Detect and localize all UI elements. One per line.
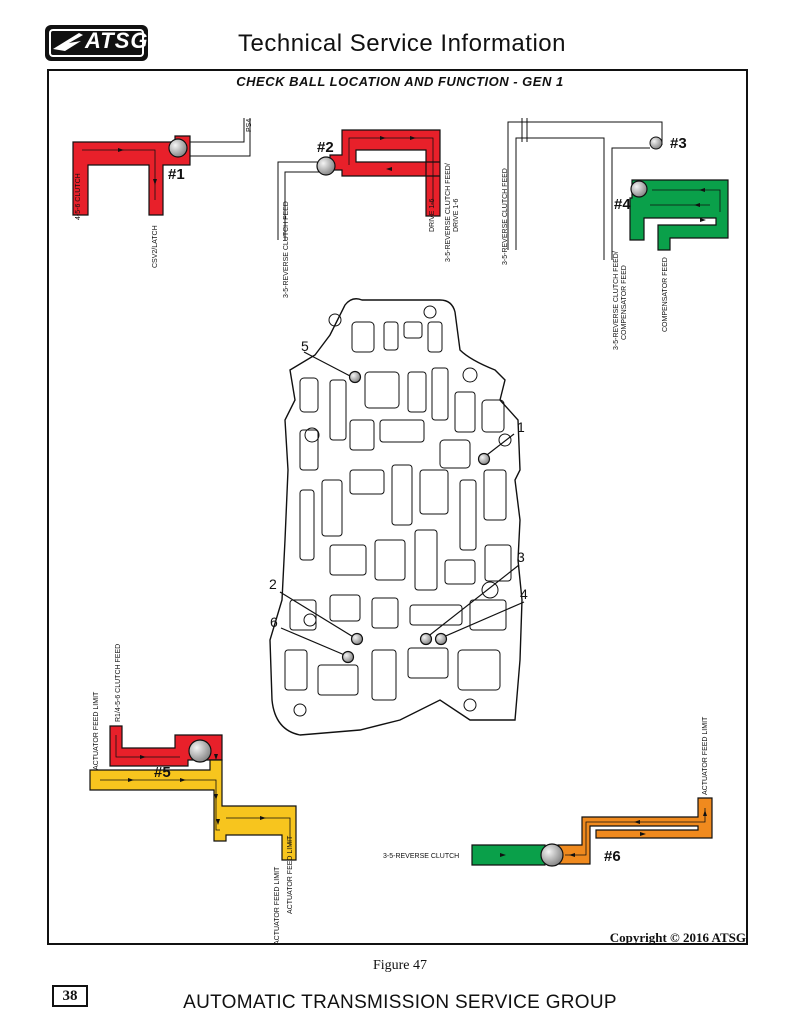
location-4: 4 <box>520 586 528 602</box>
checkball-1-number: #1 <box>168 166 185 183</box>
label-actuator-feed-limit-a: ACTUATOR FEED LIMIT <box>93 691 100 770</box>
location-5: 5 <box>301 338 309 354</box>
label-actuator-feed-limit-b6: ACTUATOR FEED LIMIT <box>702 716 709 795</box>
diagram-frame <box>47 69 748 945</box>
label-3-5-reverse-clutch-feed-b3: 3-5-REVERSE CLUTCH FEED <box>502 168 509 265</box>
checkball-3-number: #3 <box>670 135 687 152</box>
location-3: 3 <box>517 549 525 565</box>
checkball-1-circuit: #1 4-5-6 CLUTCH CSV2/LATCH PS4 <box>72 118 253 268</box>
location-2: 2 <box>269 576 277 592</box>
label-r1-4-5-6-clutch-feed: R1/4-5-6 CLUTCH FEED <box>115 644 122 722</box>
checkball-1 <box>168 138 188 158</box>
label-drive-1-6-b: DRIVE 1-6 <box>453 198 460 232</box>
checkball-6-circuit: #6 3-5-REVERSE CLUTCH ACTUATOR FEED LIMI… <box>383 716 713 867</box>
plate-checkball-locations: 1 2 3 4 5 6 <box>269 338 528 664</box>
label-ps4: PS4 <box>246 119 253 132</box>
atsg-logo: ATSG <box>45 25 148 61</box>
checkball-4-number: #4 <box>614 196 631 213</box>
checkball-2 <box>316 156 336 176</box>
checkball-2-circuit: #2 3-5-REVERSE CLUTCH FEED DRIVE 1-6 3-5… <box>277 129 460 298</box>
location-6: 6 <box>270 614 278 630</box>
checkball-3-circuit: #3 3-5-REVERSE CLUTCH FEED <box>502 118 687 265</box>
checkball-6-number: #6 <box>604 848 621 865</box>
valve-body-separator-plate <box>269 298 525 736</box>
checkball-4 <box>630 180 648 198</box>
label-compensator-feed-a: COMPENSATOR FEED <box>621 265 628 340</box>
checkball-6 <box>540 843 564 867</box>
label-4-5-6-clutch: 4-5-6 CLUTCH <box>75 173 82 220</box>
label-compensator-feed-b: COMPENSATOR FEED <box>662 257 669 332</box>
label-actuator-feed-limit-b: ACTUATOR FEED LIMIT <box>274 866 281 945</box>
page-title: Technical Service Information <box>238 30 566 57</box>
logo-text: ATSG <box>85 28 149 53</box>
figure-label: Figure 47 <box>372 958 428 973</box>
label-3-5-reverse-clutch: 3-5-REVERSE CLUTCH <box>383 853 459 860</box>
eagle-icon <box>53 33 83 51</box>
label-drive-1-6: DRIVE 1-6 <box>429 198 436 232</box>
checkball-3 <box>649 136 663 150</box>
checkball-2-number: #2 <box>317 139 334 156</box>
label-3-5-reverse-clutch-feed: 3-5-REVERSE CLUTCH FEED <box>283 201 290 298</box>
diagram-title: CHECK BALL LOCATION AND FUNCTION - GEN 1 <box>236 74 564 89</box>
page-number: 38 <box>52 985 88 1007</box>
checkball-4-circuit: #4 3-5-REVERSE CLUTCH FEED/ COMPENSATOR … <box>603 179 729 350</box>
label-3-5-reverse-clutch-feed-drive: 3-5-REVERSE CLUTCH FEED/ <box>445 163 452 262</box>
location-1: 1 <box>517 419 525 435</box>
copyright: Copyright © 2016 ATSG <box>609 930 746 945</box>
label-csv2-latch: CSV2/LATCH <box>152 225 159 268</box>
label-3-5-reverse-clutch-feed-compensator: 3-5-REVERSE CLUTCH FEED/ <box>613 251 620 350</box>
checkball-5-circuit: #5 ACTUATOR FEED LIMIT R1/4-5-6 CLUTCH F… <box>89 644 297 945</box>
checkball-5-number: #5 <box>154 764 171 781</box>
label-actuator-feed-limit-c: ACTUATOR FEED LIMIT <box>287 835 294 914</box>
logo-border <box>49 29 144 57</box>
checkball-5 <box>188 739 212 763</box>
footer-title: AUTOMATIC TRANSMISSION SERVICE GROUP <box>183 992 617 1013</box>
